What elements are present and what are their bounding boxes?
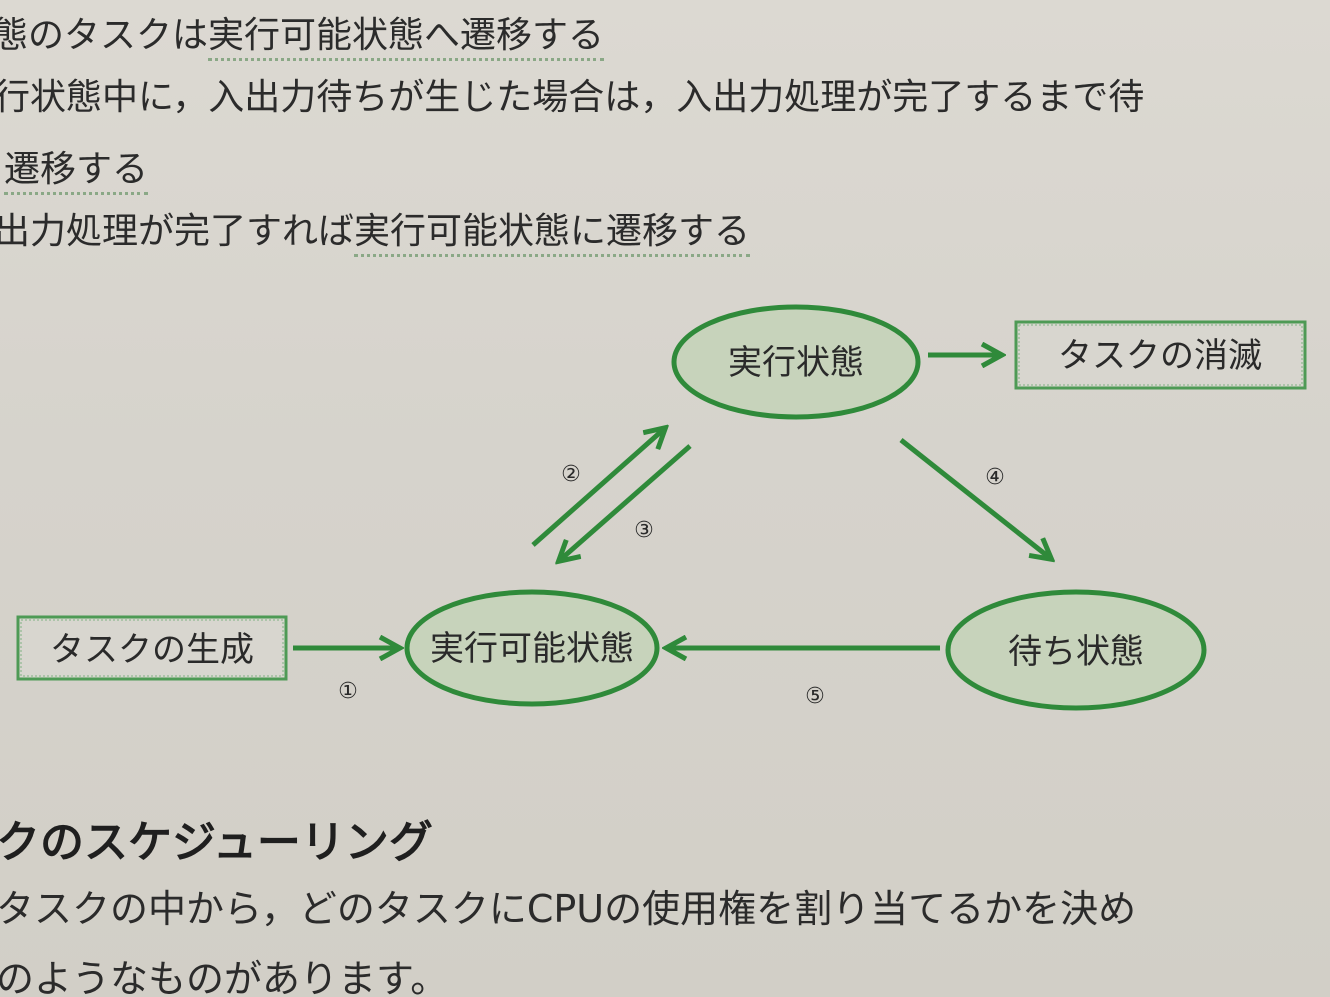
node-waiting-label: 待ち状態 (1008, 632, 1144, 672)
text-line-2-plain: 行状態中に，入出力待ちが生じた場合は，入出力処理が完了するまで待 (0, 77, 1145, 118)
text-line-4-plain: 出力処理が完了すれば (0, 211, 355, 252)
box-task-create-label: タスクの生成 (50, 630, 254, 670)
arrow-4-running-to-waiting (899, 438, 1050, 558)
node-running-state: 実行状態 (671, 304, 921, 420)
body-line-1: タスクの中から，どのタスクにCPUの使用権を割り当てるかを決め (0, 887, 1137, 931)
node-running-label: 実行状態 (728, 343, 864, 383)
label-transition-5: ⑤ (805, 684, 825, 709)
text-line-1-underlined: 実行可能状態へ遷移する (208, 15, 605, 61)
box-task-terminate: タスクの消滅 (1014, 320, 1307, 390)
section-heading: クのスケジューリング (0, 817, 433, 868)
box-task-create: タスクの生成 (16, 615, 288, 681)
text-line-3: 遷移する (4, 149, 149, 195)
text-line-3-underlined: 遷移する (4, 149, 149, 195)
text-line-2: 行状態中に，入出力待ちが生じた場合は，入出力処理が完了するまで待 (0, 80, 1144, 116)
label-transition-1: ① (338, 679, 358, 704)
text-line-4-underlined: 実行可能状態に遷移する (354, 211, 751, 257)
label-transition-4: ④ (985, 465, 1005, 490)
box-task-terminate-label: タスクの消滅 (1058, 336, 1262, 376)
label-transition-2: ② (561, 462, 581, 487)
text-line-1-plain: 態のタスクは (0, 15, 209, 56)
arrow-2-ready-to-running (531, 429, 664, 547)
arrow-3-running-to-ready (560, 444, 692, 560)
text-line-1: 態のタスクは実行可能状態へ遷移する (0, 15, 605, 61)
node-waiting-state: 待ち状態 (945, 589, 1207, 711)
label-transition-3: ③ (634, 518, 654, 543)
node-ready-state: 実行可能状態 (404, 589, 660, 707)
body-line-2: のようなものがあります。 (0, 957, 449, 997)
node-ready-label: 実行可能状態 (430, 629, 634, 669)
text-line-4: 出力処理が完了すれば実行可能状態に遷移する (0, 211, 751, 257)
